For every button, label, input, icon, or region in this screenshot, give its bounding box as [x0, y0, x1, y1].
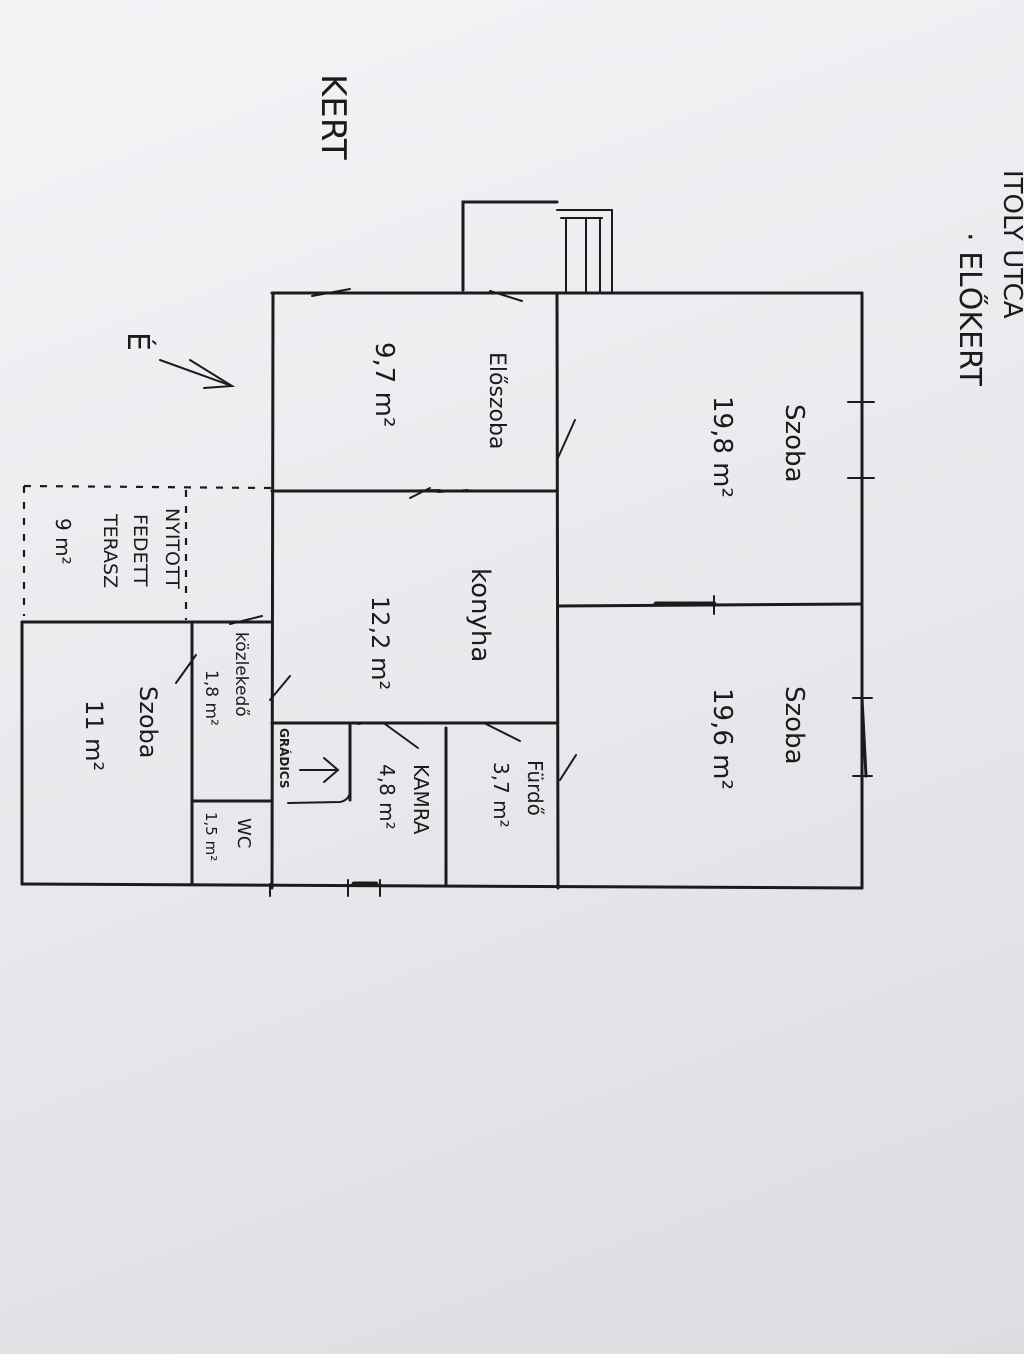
room-name-furdo: Fürdő	[523, 760, 547, 816]
stairs-arrow	[299, 757, 340, 783]
entrance-steps	[461, 200, 613, 293]
terrace-line-3: TERASZ	[99, 513, 121, 588]
room-area-szoba-3: 11 m²	[80, 700, 108, 771]
garden-label: KERT	[313, 74, 353, 160]
room-area-furdo: 3,7 m²	[489, 762, 513, 828]
room-name-wc: WC	[233, 818, 254, 848]
terrace-area: 9 m²	[51, 518, 75, 565]
room-name-kamra: KAMRA	[409, 764, 433, 835]
room-area-konyha: 12,2 m²	[366, 596, 394, 690]
room-area-kamra: 4,8 m²	[375, 764, 399, 830]
room-name-szoba-3: Szoba	[134, 686, 162, 758]
stairs-label: GRÁDICS	[277, 728, 292, 788]
room-area-kozlekedo: 1,8 m²	[201, 670, 221, 726]
terrace-outline	[22, 484, 273, 620]
room-name-kozlekedo: közlekedő	[231, 632, 251, 717]
room-area-szoba-1: 19,8 m²	[707, 396, 737, 498]
walls	[20, 291, 864, 897]
room-area-wc: 1,5 m²	[202, 812, 220, 861]
terrace-line-1: NYITOTT	[161, 508, 183, 589]
room-name-szoba-1: Szoba	[779, 404, 809, 483]
terrace-line-2: FEDETT	[129, 514, 151, 587]
room-name-konyha: konyha	[465, 568, 495, 662]
room-area-eloszoba: 9,7 m²	[369, 342, 399, 427]
room-area-szoba-2: 19,6 m²	[707, 688, 737, 790]
front-garden-label: · ELŐKERT	[952, 232, 989, 387]
door-marks	[175, 288, 875, 897]
room-name-eloszoba: Előszoba	[484, 352, 509, 449]
room-name-szoba-2: Szoba	[779, 686, 809, 765]
north-label: É	[120, 332, 156, 351]
north-arrow	[159, 359, 236, 389]
street-name: ITÓLY UTCA	[997, 170, 1024, 319]
